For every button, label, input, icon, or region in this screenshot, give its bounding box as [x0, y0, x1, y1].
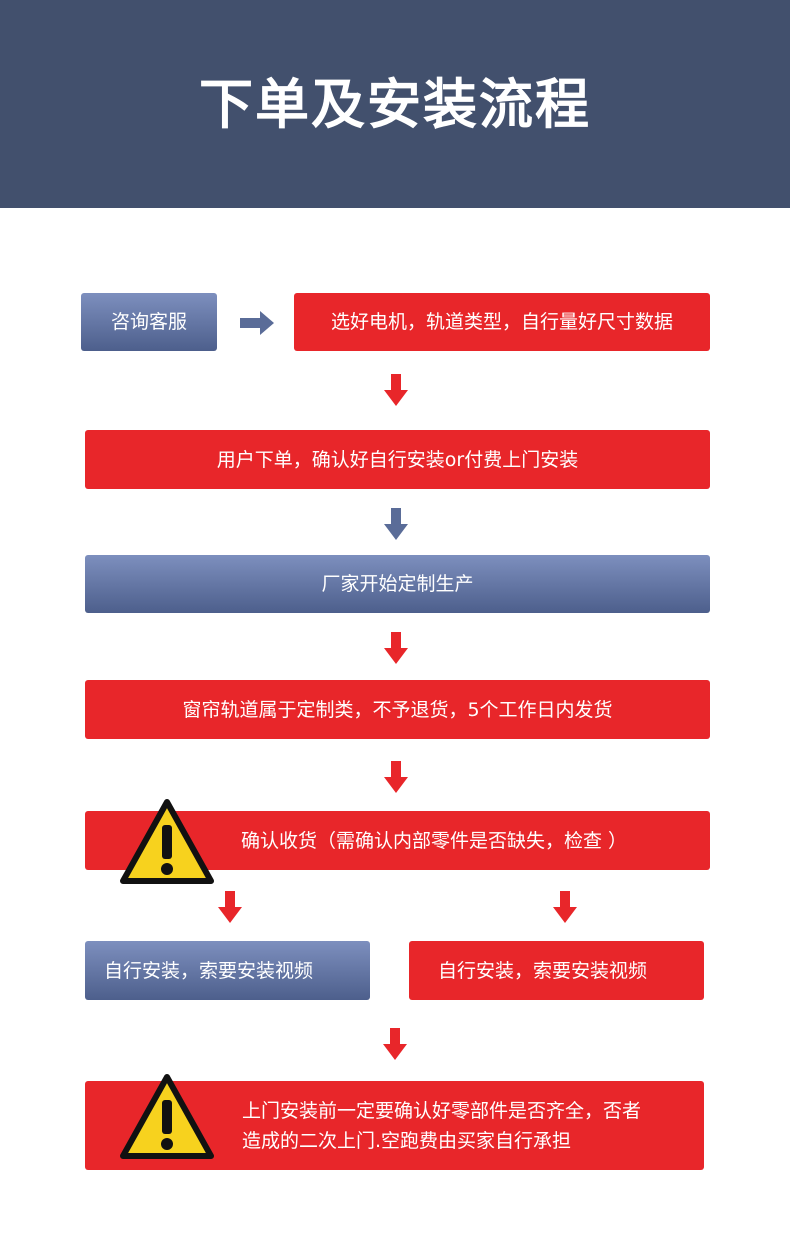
consult-box: 咨询客服 [81, 293, 217, 351]
down-arrow-icon [553, 891, 577, 923]
consult-label: 咨询客服 [110, 311, 187, 333]
produce-box: 厂家开始定制生产 [85, 555, 710, 613]
down-arrow-icon [384, 632, 408, 664]
down-arrow-icon [384, 761, 408, 793]
header-banner: 下单及安装流程 [0, 0, 790, 208]
down-arrow-icon [383, 1028, 407, 1060]
choose-box: 选好电机，轨道类型，自行量好尺寸数据 [294, 293, 710, 351]
down-arrow-icon [218, 891, 242, 923]
choose-label: 选好电机，轨道类型，自行量好尺寸数据 [330, 311, 673, 333]
final-notice-line1: 上门安装前一定要确认好零部件是否齐全，否者 [242, 1099, 642, 1122]
order-box: 用户下单，确认好自行安装or付费上门安装 [85, 430, 710, 489]
warning-icon [120, 799, 214, 884]
policy-box: 窗帘轨道属于定制类，不予退货，5个工作日内发货 [85, 680, 710, 739]
produce-label: 厂家开始定制生产 [321, 573, 474, 595]
down-arrow-icon [384, 508, 408, 540]
page-title: 下单及安装流程 [199, 73, 591, 136]
down-arrow-icon [384, 374, 408, 406]
self-install-box-right: 自行安装，索要安装视频 [409, 941, 704, 1000]
order-label: 用户下单，确认好自行安装or付费上门安装 [216, 448, 579, 471]
policy-label: 窗帘轨道属于定制类，不予退货，5个工作日内发货 [182, 698, 613, 721]
self-install-box-left: 自行安装，索要安装视频 [85, 941, 370, 1000]
final-notice-line2: 造成的二次上门.空跑费由买家自行承担 [242, 1129, 572, 1152]
receive-label: 确认收货（需确认内部零件是否缺失，检查 ） [241, 829, 628, 852]
self-install-label-right: 自行安装，索要安装视频 [438, 959, 648, 982]
self-install-label-left: 自行安装，索要安装视频 [104, 959, 314, 982]
warning-icon [120, 1074, 214, 1159]
right-arrow-icon [240, 311, 274, 335]
